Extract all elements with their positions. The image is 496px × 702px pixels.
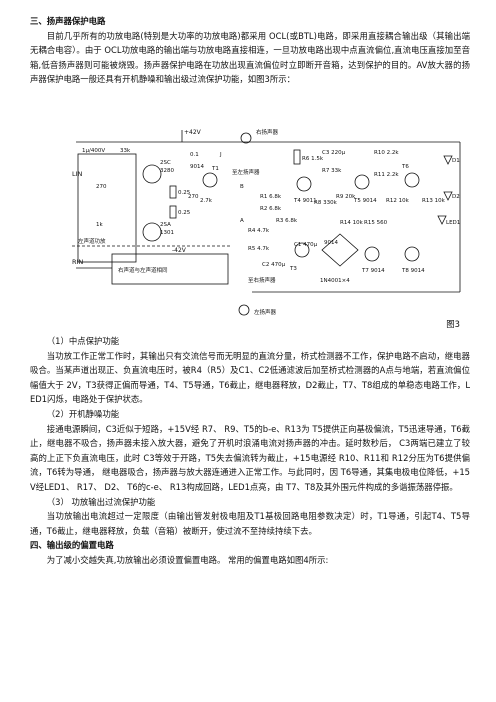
label-r12: R12 10k	[386, 198, 410, 204]
label-rin: RIN	[72, 258, 83, 266]
label-bridge: 1N4001×4	[320, 278, 350, 284]
label-c1: C1 470μ	[294, 242, 318, 248]
left-amp-block	[77, 153, 137, 263]
label-t7: T7 9014	[361, 268, 385, 274]
label-to-right: 至右扬声器	[248, 276, 276, 284]
label-right-speaker: 右扬声器	[256, 128, 279, 136]
label-025a: 0.25	[178, 190, 191, 196]
label-025b: 0.25	[178, 210, 191, 216]
label-3280: 3280	[160, 168, 174, 174]
sub2-heading: （2）开机静噪功能	[46, 408, 120, 419]
label-2sa: 2SA	[160, 222, 171, 228]
label-t5: T5 9014	[353, 198, 377, 204]
diode-d2	[443, 191, 453, 201]
transistor-t4	[296, 176, 312, 192]
section4-text: 为了减小交越失真,功放输出必须设置偏置电路。 常用的偏置电路如图4所示:	[46, 554, 329, 565]
transistor-t3	[294, 242, 310, 258]
led1-icon	[437, 215, 447, 225]
label-r14: R14 10k	[340, 220, 364, 226]
section3-paragraph: 目前几乎所有的功放电路(特别是大功率的功放电路)都采用 OCL(或BTL)电路，…	[30, 30, 470, 85]
label-270b: 270	[188, 194, 199, 200]
label-r2: R2 6.8k	[260, 206, 282, 212]
sub2-text: 接通电源瞬间，C3近似于短路，+15V经 R7、 R9、T5的b-e、R13为 …	[30, 423, 470, 492]
label-2sc: 2SC	[160, 160, 171, 166]
document-top: 三、扬声器保护电路 目前几乎所有的功放电路(特别是大功率的功放电路)都采用 OC…	[30, 14, 470, 87]
label-r8: R8 330k	[314, 200, 338, 206]
label-9014b: 9014	[324, 240, 338, 246]
label-27k: 2.7k	[200, 198, 213, 204]
label-r7: R7 33k	[322, 168, 342, 174]
label-t3: T3	[289, 266, 297, 272]
label-d1: D1	[452, 158, 460, 164]
transistor-t5	[354, 174, 370, 190]
resistor-025a	[169, 185, 177, 199]
label-270a: 270	[96, 184, 107, 190]
transistor-t6	[404, 172, 420, 188]
label-left-speaker: 左扬声器	[254, 308, 277, 316]
label-1k: 1k	[96, 222, 103, 228]
speaker-right-icon	[240, 132, 252, 144]
transistor-t7	[364, 246, 380, 262]
label-to-left: 至左扬声器	[232, 168, 260, 176]
sub3-text: 当功放输出电流超过一定限度（由输出管发射极电阻及T1基极回路电阻参数决定）时，T…	[30, 511, 470, 536]
label-cap1: 1μ/400V	[82, 148, 105, 154]
label-lin: LIN	[72, 170, 83, 178]
transistor-2sa	[142, 222, 162, 242]
sub3-heading: （3） 功放输出过流保护功能	[46, 496, 156, 507]
label-j: J	[219, 152, 222, 158]
label-t1: T1	[211, 166, 219, 172]
circuit-diagram: +42V LIN RIN -42V 1μ/400V 33k 270 1k 2SC…	[72, 122, 464, 334]
label-led1: LED1	[446, 220, 460, 226]
transistor-t1	[202, 172, 218, 188]
label-r10: R10 2.2k	[374, 150, 399, 156]
label-r1: R1 6.8k	[260, 194, 282, 200]
label-r5: R5 4.7k	[248, 246, 270, 252]
transistor-2sc	[142, 164, 162, 184]
label-t8: T8 9014	[401, 268, 425, 274]
label-r9: R9 20k	[336, 194, 356, 200]
label-minus42v: -42V	[172, 247, 187, 254]
resistor-025b	[169, 205, 177, 219]
section4-heading: 四、输出级的偏置电路	[30, 540, 114, 551]
label-r13: R13 10k	[422, 198, 446, 204]
label-a: A	[240, 218, 244, 224]
label-t4: T4 9011	[293, 198, 317, 204]
right-amp-block	[111, 253, 229, 285]
label-b: B	[240, 184, 244, 190]
figure-caption: 图3	[446, 319, 460, 329]
label-r3: R3 6.8k	[276, 218, 298, 224]
sub1-heading: （1）中点保护功能	[46, 336, 120, 346]
bridge-rectifier	[321, 233, 359, 267]
resistor-r6	[293, 149, 301, 165]
label-t6: T6	[401, 164, 409, 170]
label-plus42v: +42V	[184, 129, 202, 136]
transistor-t8	[404, 246, 420, 262]
label-1301: 1301	[160, 230, 174, 236]
diode-d1	[443, 155, 453, 165]
label-c3: C3 220μ	[322, 150, 346, 156]
label-right-amp: 右声道与左声道相同	[118, 266, 168, 274]
section3-heading: 三、扬声器保护电路	[30, 16, 106, 26]
label-r6: R6 1.5k	[302, 156, 324, 162]
label-33k: 33k	[120, 148, 131, 154]
circuit-svg: +42V LIN RIN -42V 1μ/400V 33k 270 1k 2SC…	[72, 128, 461, 316]
sub1-text: 当功放工作正常工作时，其输出只有交流信号而无明显的直流分量，桥式检测器不工作，保…	[30, 350, 470, 405]
label-d2: D2	[452, 194, 460, 200]
label-9014a: 9014	[190, 164, 204, 170]
label-r11: R11 2.2k	[374, 172, 399, 178]
label-r4: R4 4.7k	[248, 228, 270, 234]
label-c2: C2 470μ	[262, 262, 286, 268]
document-bottom: （1）中点保护功能 当功放工作正常工作时，其输出只有交流信号而无明显的直流分量，…	[30, 334, 470, 568]
label-01: 0.1	[190, 152, 199, 158]
speaker-left-icon	[238, 304, 250, 316]
label-r15: R15 560	[364, 220, 388, 226]
label-left-amp: 左声道功放	[78, 237, 106, 245]
